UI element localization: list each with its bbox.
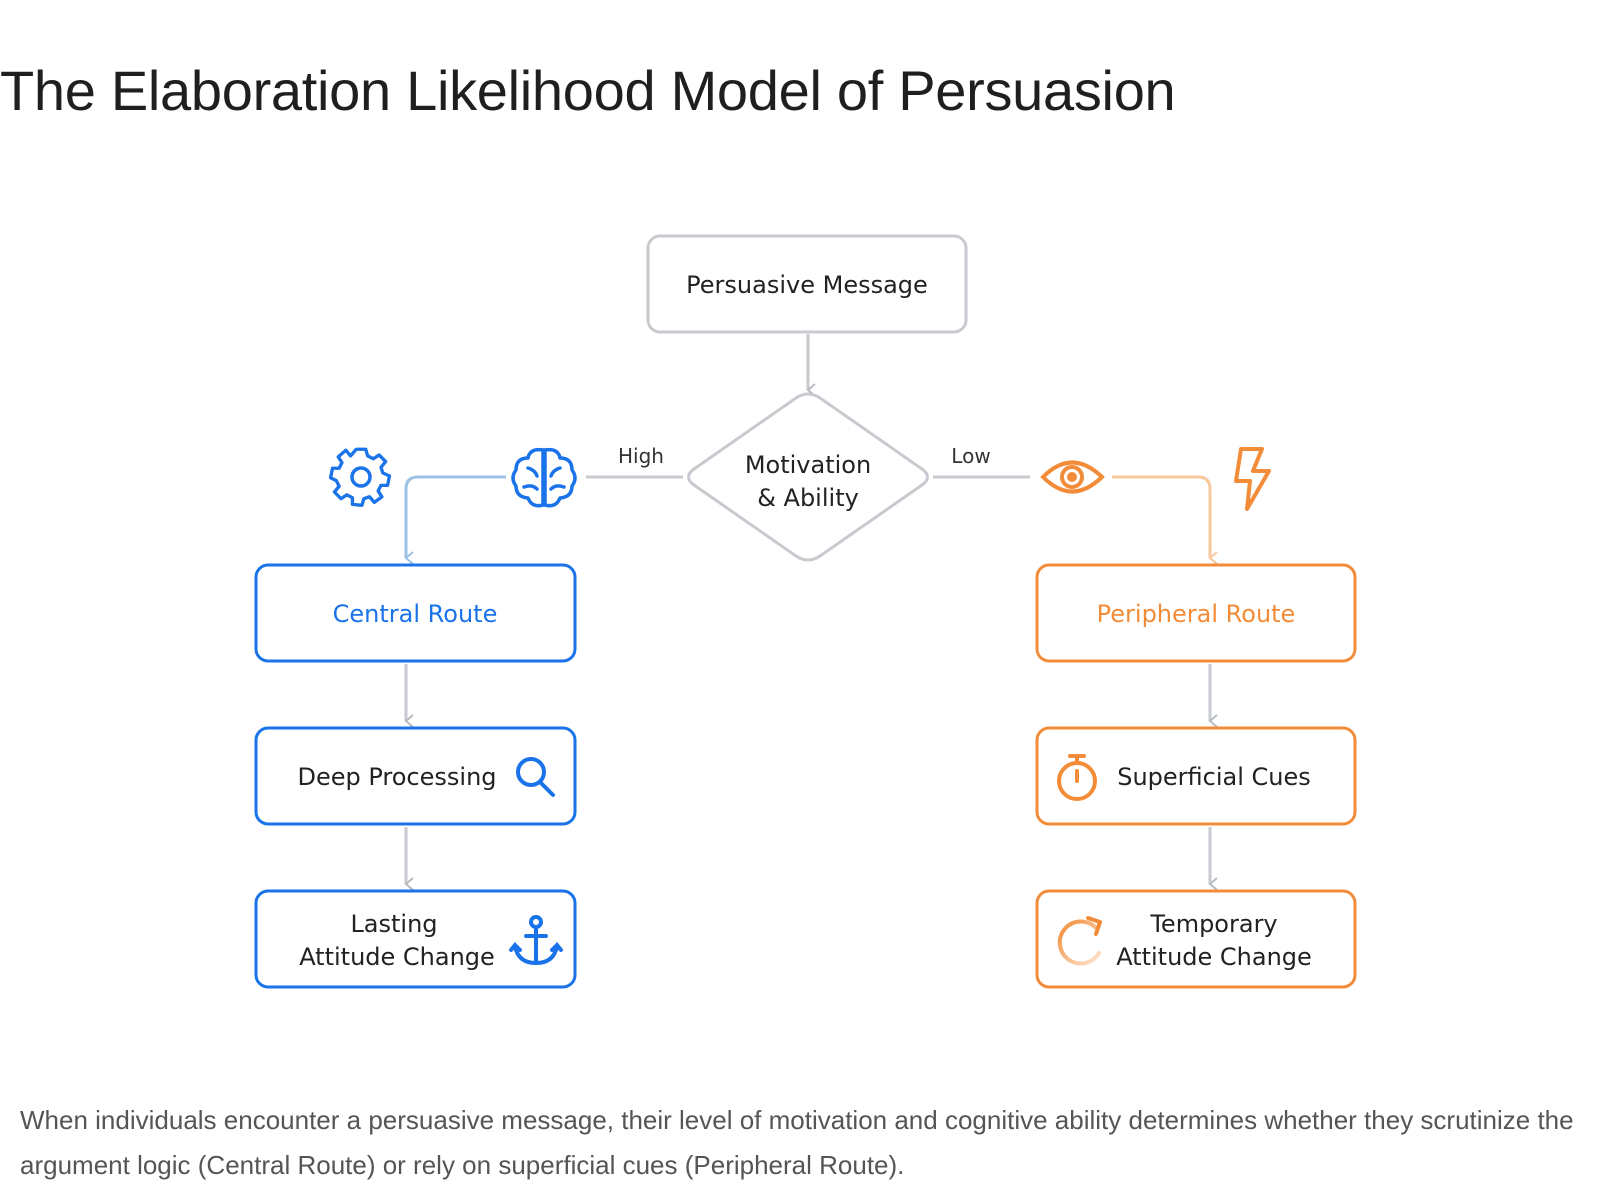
node-persuasive-message: Persuasive Message xyxy=(646,234,968,334)
edge-label-low: Low xyxy=(951,444,990,468)
diagram-caption: When individuals encounter a persuasive … xyxy=(20,1105,1574,1180)
edge-label-high: High xyxy=(618,444,664,468)
node-lasting-line-2: Attitude Change xyxy=(299,943,495,971)
brain-icon xyxy=(511,447,577,508)
node-peripheral-route: Peripheral Route xyxy=(1035,563,1357,663)
node-decision-line-2: & Ability xyxy=(757,484,859,512)
edge-eye-to-peripheral-route xyxy=(1112,475,1218,565)
gear-icon xyxy=(328,447,392,507)
node-central-route-label: Central Route xyxy=(333,600,498,628)
node-central-route: Central Route xyxy=(254,563,577,663)
node-temporary-line-1: Temporary xyxy=(1149,910,1277,938)
magnifier-icon xyxy=(516,757,555,797)
node-persuasive-message-label: Persuasive Message xyxy=(686,271,928,299)
lightning-icon xyxy=(1234,447,1271,511)
node-deep-processing-label: Deep Processing xyxy=(297,763,496,791)
page-title: The Elaboration Likelihood Model of Pers… xyxy=(0,59,1176,122)
refresh-icon xyxy=(1057,916,1102,966)
node-motivation-ability: Motivation & Ability xyxy=(687,392,929,562)
anchor-icon xyxy=(509,915,563,966)
node-temporary-line-2: Attitude Change xyxy=(1116,943,1312,971)
node-superficial-cues-label: Superficial Cues xyxy=(1117,763,1311,791)
node-lasting-attitude-change: Lasting Attitude Change xyxy=(254,889,577,989)
node-peripheral-route-label: Peripheral Route xyxy=(1097,600,1296,628)
stopwatch-icon xyxy=(1057,754,1097,801)
node-temporary-attitude-change: Temporary Attitude Change xyxy=(1035,889,1357,989)
eye-icon xyxy=(1040,460,1105,494)
node-deep-processing: Deep Processing xyxy=(254,726,577,826)
node-lasting-line-1: Lasting xyxy=(350,910,437,938)
node-decision-line-1: Motivation xyxy=(745,451,871,479)
edge-brain-to-central-route xyxy=(404,475,506,565)
elm-flowchart: High Low Persuasive Message Motivation &… xyxy=(254,234,1357,989)
node-superficial-cues: Superficial Cues xyxy=(1035,726,1357,826)
